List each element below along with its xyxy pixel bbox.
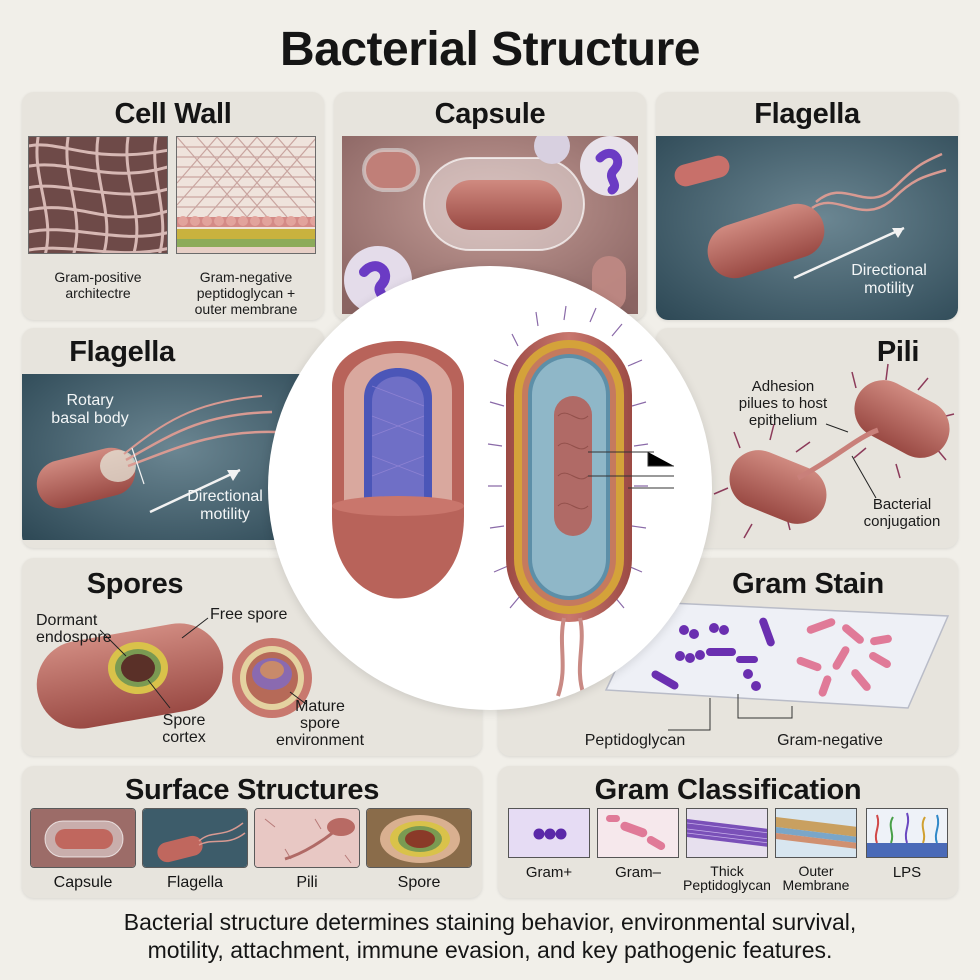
surface-pili-label: Pili bbox=[296, 874, 318, 891]
flagella-top-panel: Flagella Directional motility bbox=[656, 92, 958, 320]
lps-label: LPS bbox=[892, 864, 922, 881]
free-spore-label: Free spore bbox=[210, 606, 288, 623]
surface-flagella-thumb bbox=[142, 808, 248, 868]
surface-spore-label: Spore bbox=[397, 874, 441, 891]
pili-adhesion-label: Adhesion pilues to host epithelium bbox=[738, 378, 828, 429]
flagella-left-image bbox=[22, 374, 302, 540]
gram-negative-image bbox=[176, 136, 316, 254]
gram-positive-label: Gram-positive architectre bbox=[54, 269, 142, 301]
flagella-top-title: Flagella bbox=[754, 98, 860, 130]
page-title: Bacterial Structure bbox=[280, 23, 701, 76]
flagella-top-image bbox=[656, 136, 958, 320]
gram-stain-slide bbox=[604, 601, 950, 731]
gram-positive-thumb bbox=[508, 808, 590, 858]
thick-peptidoglycan-thumb bbox=[686, 808, 768, 858]
gram-stain-panel: Gram Stain Peptidoglycan Gram-negative bbox=[498, 558, 958, 756]
spores-illustration bbox=[36, 617, 312, 729]
gram-positive-class-label: Gram+ bbox=[525, 864, 573, 881]
peptidoglycan-label: Peptidoglycan bbox=[584, 732, 686, 749]
surface-capsule-label: Capsule bbox=[53, 874, 113, 891]
gram-positive-image bbox=[28, 136, 168, 254]
pili-title: Pili bbox=[876, 336, 920, 368]
spores-title: Spores bbox=[86, 568, 184, 600]
gram-classification-title: Gram Classification bbox=[594, 774, 862, 806]
rotary-basal-body-label: Rotary basal body bbox=[51, 392, 129, 427]
central-bacteria-illustration bbox=[268, 266, 712, 710]
gram-negative-label: Gram-negative peptidoglycan + outer memb… bbox=[194, 269, 298, 317]
gram-negative-thumb bbox=[597, 808, 679, 858]
capsule-title: Capsule bbox=[434, 98, 546, 130]
surface-flagella-label: Flagella bbox=[166, 874, 224, 891]
thick-peptidoglycan-label: Thick Peptidoglycan bbox=[683, 863, 771, 893]
dormant-endospore-label: Dormant endospore bbox=[36, 612, 112, 646]
pili-conjugation-label: Bacterial conjugation bbox=[863, 496, 941, 530]
cell-wall-panel: Cell Wall bbox=[22, 92, 324, 320]
surface-pili-thumb bbox=[254, 808, 360, 868]
flagella-left-motility-label: Directional motility bbox=[187, 488, 263, 523]
footer-caption: Bacterial structure determines staining … bbox=[123, 909, 857, 963]
surface-spore-thumb bbox=[366, 808, 472, 868]
gram-negative-stain-label: Gram-negative bbox=[777, 732, 883, 749]
mature-spore-label: Mature spore environment bbox=[275, 698, 365, 749]
flagella-top-motility-label: Directional motility bbox=[851, 262, 927, 297]
lps-thumb bbox=[866, 808, 948, 858]
gram-stain-title: Gram Stain bbox=[732, 568, 884, 600]
gram-negative-class-label: Gram– bbox=[615, 864, 661, 881]
surface-structures-title: Surface Structures bbox=[124, 774, 380, 806]
pili-illustration bbox=[713, 363, 955, 539]
cell-wall-title: Cell Wall bbox=[114, 98, 232, 130]
flagella-left-title: Flagella bbox=[69, 336, 175, 368]
spore-cortex-label: Spore cortex bbox=[162, 712, 206, 746]
outer-membrane-thumb bbox=[775, 808, 857, 858]
surface-capsule-thumb bbox=[30, 808, 136, 868]
outer-membrane-label: Outer Membrane bbox=[782, 863, 850, 893]
